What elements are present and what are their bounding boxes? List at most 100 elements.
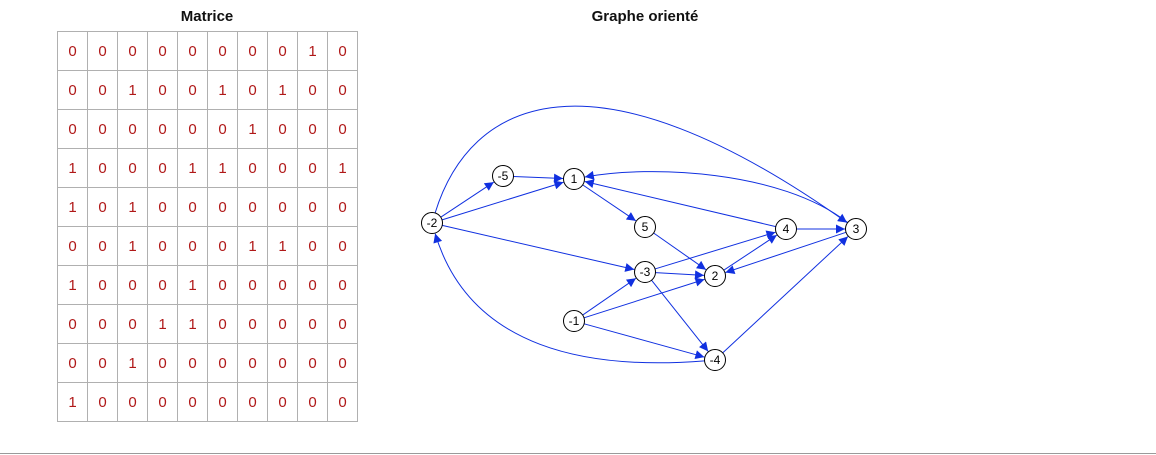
matrix-cell: 0 — [117, 109, 148, 149]
matrix-cell: 0 — [207, 382, 238, 422]
edge--4-to-3 — [722, 236, 849, 354]
graph-node: 2 — [704, 265, 726, 287]
matrix-cell: 0 — [267, 31, 298, 71]
graph-node: -3 — [634, 261, 656, 283]
matrix-cell: 0 — [297, 304, 328, 344]
graph-node-label: 1 — [571, 172, 578, 186]
matrix-cell: 0 — [147, 382, 178, 422]
matrix-cell: 0 — [57, 304, 88, 344]
matrix-cell: 0 — [87, 226, 118, 266]
bottom-divider — [0, 453, 1156, 454]
matrix-cell: 0 — [177, 70, 208, 110]
matrix-cell: 0 — [297, 343, 328, 383]
matrix-cell: 0 — [177, 226, 208, 266]
matrix-cell: 0 — [147, 187, 178, 227]
matrix-cell: 0 — [327, 226, 358, 266]
graph-node-circle — [421, 212, 443, 234]
edge-1-to-5 — [582, 184, 637, 222]
graph-node: 3 — [845, 218, 867, 240]
matrix-cell: 0 — [177, 382, 208, 422]
matrix-cell: 0 — [327, 187, 358, 227]
graph-node: -2 — [421, 212, 443, 234]
matrix-cell: 0 — [207, 226, 238, 266]
edge--1-to--4 — [583, 323, 705, 360]
graph-node: 1 — [563, 168, 585, 190]
graph-node: -5 — [492, 165, 514, 187]
matrix-cell: 0 — [237, 148, 268, 188]
matrix-cell: 0 — [87, 343, 118, 383]
matrix-cell: 0 — [297, 382, 328, 422]
matrix-cell: 0 — [87, 265, 118, 305]
matrix-cell: 0 — [327, 265, 358, 305]
edge--3-to-2 — [655, 270, 705, 280]
edge--3-to--4 — [651, 279, 709, 352]
edge-2-to-4 — [723, 234, 778, 271]
graph-node: 4 — [775, 218, 797, 240]
edge-3-to-2 — [725, 231, 847, 274]
graph-node-label: -1 — [569, 314, 580, 328]
edge--2-to-1 — [441, 180, 564, 221]
matrix-cell: 0 — [267, 265, 298, 305]
matrix-cell: 1 — [117, 226, 148, 266]
graph-node-circle — [634, 216, 656, 238]
graph-node-circle — [845, 218, 867, 240]
edge--2-to-3 — [434, 105, 848, 224]
graph-node-label: 2 — [712, 269, 719, 283]
edge--2-to--5 — [440, 181, 495, 218]
matrix-cell: 1 — [237, 226, 268, 266]
graph-node: 5 — [634, 216, 656, 238]
graph-title: Graphe orienté — [591, 8, 699, 25]
edge-3-to-1 — [584, 170, 849, 223]
matrix-cell: 1 — [177, 304, 208, 344]
matrix-cell: 0 — [177, 109, 208, 149]
matrix-cell: 0 — [87, 382, 118, 422]
graph-node-label: -5 — [498, 169, 509, 183]
matrix-cell: 0 — [57, 70, 88, 110]
matrix-cell: 0 — [297, 70, 328, 110]
graph-node-label: -4 — [710, 353, 721, 367]
matrix-cell: 1 — [267, 70, 298, 110]
graph-node-label: 4 — [783, 222, 790, 236]
matrix-cell: 1 — [207, 148, 238, 188]
graph-node-circle — [704, 265, 726, 287]
matrix-cell: 1 — [57, 187, 88, 227]
matrix-cell: 0 — [267, 109, 298, 149]
matrix-cell: 0 — [57, 226, 88, 266]
graph-node-label: -3 — [640, 265, 651, 279]
matrix-title: Matrice — [180, 8, 234, 25]
matrix-cell: 0 — [327, 382, 358, 422]
matrix-cell: 1 — [327, 148, 358, 188]
graph-node-label: -2 — [427, 216, 438, 230]
graph-node-label: 5 — [642, 220, 649, 234]
matrix-cell: 0 — [207, 187, 238, 227]
matrix-cell: 0 — [297, 187, 328, 227]
edge--5-to-1 — [513, 173, 564, 183]
matrix-cell: 0 — [327, 70, 358, 110]
matrix-cell: 1 — [57, 382, 88, 422]
matrix-cell: 0 — [207, 31, 238, 71]
matrix-cell: 0 — [177, 187, 208, 227]
matrix-cell: 0 — [117, 265, 148, 305]
matrix-cell: 0 — [177, 31, 208, 71]
matrix-cell: 0 — [237, 382, 268, 422]
graph-node-circle — [775, 218, 797, 240]
graph-node: -4 — [704, 349, 726, 371]
matrix-cell: 0 — [117, 31, 148, 71]
edge--2-to--3 — [442, 224, 635, 272]
edge--1-to-2 — [583, 277, 705, 319]
edge--1-to--3 — [582, 277, 637, 316]
matrix-cell: 0 — [87, 31, 118, 71]
graph-node-circle — [492, 165, 514, 187]
edge-4-to-1 — [584, 179, 776, 228]
matrix-cell: 0 — [87, 187, 118, 227]
graph-node-circle — [704, 349, 726, 371]
matrix-cell: 1 — [117, 343, 148, 383]
matrix-cell: 0 — [117, 304, 148, 344]
